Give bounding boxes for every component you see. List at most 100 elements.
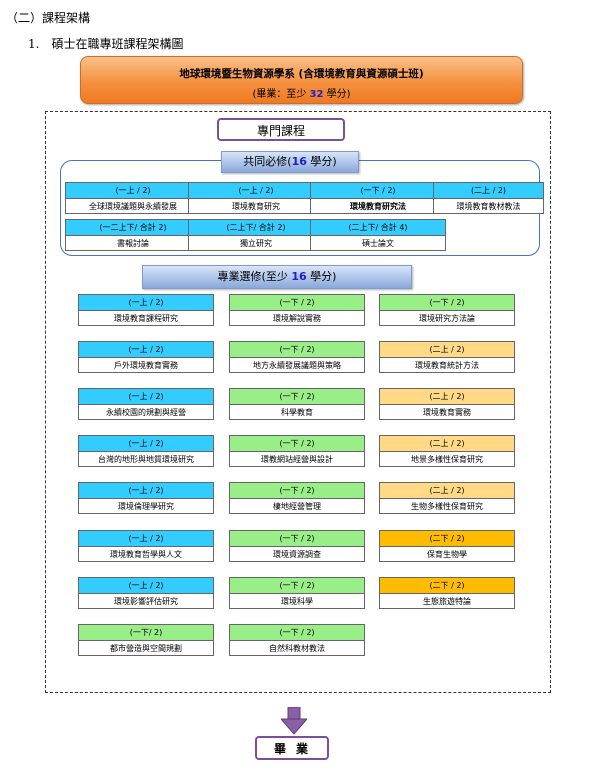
course-name: 都市營造與空間規劃 xyxy=(110,644,182,653)
course-semester: (二上 / 2) xyxy=(434,183,543,199)
course-name: 永續校園的規劃與經營 xyxy=(106,408,186,417)
elective-band-number: 16 xyxy=(291,270,307,283)
course-box: (一上 / 2) 環境影響評估研究 xyxy=(78,577,214,609)
course-name: 環境教育統計方法 xyxy=(415,361,479,370)
course-name: 環境影響評估研究 xyxy=(114,597,178,606)
course-name: 環境教育實務 xyxy=(423,408,471,417)
course-box: (一上 / 2) 永續校園的規劃與經營 xyxy=(78,388,214,420)
course-name: 生態旅遊特論 xyxy=(423,597,471,606)
course-semester: (二下 / 2) xyxy=(380,531,514,547)
course-semester: (一下 / 2) xyxy=(230,295,364,311)
course-name: 碩士論文 xyxy=(362,239,394,248)
course-name: 環境教育課程研究 xyxy=(114,314,178,323)
course-semester: (一上 / 2) xyxy=(79,342,213,358)
course-name: 書報討論 xyxy=(117,239,149,248)
section-heading: （二）課程架構 xyxy=(6,11,91,25)
course-name: 戶外環境教育實務 xyxy=(114,361,178,370)
program-title: 地球環境暨生物資源學系 (含環境教育與資源碩士班) xyxy=(179,68,424,80)
course-semester: (一下 / 2) xyxy=(230,389,364,405)
specialty-courses-frame xyxy=(45,111,551,693)
course-box: (一下 / 2) 科學教育 xyxy=(229,388,365,420)
course-semester: (一二上下/ 合計 2) xyxy=(66,220,200,236)
course-name: 環境教育哲學與人文 xyxy=(110,550,182,559)
required-courses-band: 共同必修(16 學分) xyxy=(221,151,359,173)
course-box: (一下 / 2) 環境教育研究法 xyxy=(310,182,446,214)
course-name: 全球環境議題與永續發展 xyxy=(89,202,177,211)
down-arrow-icon xyxy=(281,707,307,735)
course-semester: (一下 / 2) xyxy=(230,483,364,499)
elective-courses-band: 專業選修(至少 16 學分) xyxy=(142,265,412,289)
course-semester: (二上 / 2) xyxy=(380,436,514,452)
subsection-heading: 1. 碩士在職專班課程架構圖 xyxy=(28,37,184,51)
course-semester: (一下 / 2) xyxy=(230,625,364,641)
course-semester: (一下 / 2) xyxy=(230,342,364,358)
course-name: 地景多樣性保育研究 xyxy=(411,455,483,464)
course-box: (一下 / 2)環境研究方法論 xyxy=(379,294,515,326)
course-semester: (一下 / 2) xyxy=(230,436,364,452)
course-name: 台灣的地形與地質環境研究 xyxy=(98,455,194,464)
course-box: (二上 / 2) 環境教育教材教法 xyxy=(433,182,544,214)
course-box: (二上 / 2) 生物多樣性保育研究 xyxy=(379,482,515,514)
course-box: (一上 / 2) 環境教育哲學與人文 xyxy=(78,530,214,562)
course-name: 保育生物學 xyxy=(427,550,467,559)
course-semester: (二上 / 2) xyxy=(380,342,514,358)
course-box: (二上 / 2) 地景多樣性保育研究 xyxy=(379,435,515,467)
course-box: (一下 / 2) 棲地經營管理 xyxy=(229,482,365,514)
course-box: (一上 / 2) 戶外環境教育實務 xyxy=(78,341,214,373)
course-box: (一二上下/ 合計 2) 書報討論 xyxy=(65,219,201,251)
course-semester: (一上 / 2) xyxy=(79,578,213,594)
course-box: (二上下/ 合計 2) 獨立研究 xyxy=(188,219,324,251)
course-box: (一下 / 2)環教網站經營與設計 xyxy=(229,435,365,467)
course-semester: (一下/ 2) xyxy=(79,625,213,641)
course-semester: (一下 / 2) xyxy=(311,183,445,199)
course-semester: (一下 / 2) xyxy=(230,578,364,594)
elective-band-suffix: 學分) xyxy=(306,270,337,283)
course-box: (一下 / 2) 自然科教材教法 xyxy=(229,624,365,656)
course-semester: (一上 / 2) xyxy=(79,295,213,311)
course-box: (一上 / 2) 台灣的地形與地質環境研究 xyxy=(78,435,214,467)
graduation-credits: (畢業：至少 32 學分) xyxy=(81,85,522,100)
graduation-label: 畢業 xyxy=(255,736,329,760)
course-semester: (一下 / 2) xyxy=(380,295,514,311)
course-semester: (一上 / 2) xyxy=(79,531,213,547)
course-box: (二上下/ 合計 4) 碩士論文 xyxy=(310,219,446,251)
credits-suffix: 學分) xyxy=(323,89,351,100)
required-band-suffix: 學分) xyxy=(306,155,337,168)
program-title-box: 地球環境暨生物資源學系 (含環境教育與資源碩士班) (畢業：至少 32 學分) xyxy=(80,56,523,104)
course-semester: (二上 / 2) xyxy=(380,389,514,405)
course-name: 自然科教材教法 xyxy=(269,644,325,653)
course-semester: (一上 / 2) xyxy=(79,483,213,499)
course-box: (一下 / 2)環境解說實務 xyxy=(229,294,365,326)
required-band-number: 16 xyxy=(291,155,307,168)
course-box: (二上 / 2) 環境教育統計方法 xyxy=(379,341,515,373)
course-semester: (二上下/ 合計 2) xyxy=(189,220,323,236)
course-box: (二下 / 2) 生態旅遊特論 xyxy=(379,577,515,609)
course-box: (一下/ 2) 都市營造與空間規劃 xyxy=(78,624,214,656)
elective-band-prefix: 專業選修(至少 xyxy=(217,270,292,283)
course-name: 獨立研究 xyxy=(240,239,272,248)
course-box: (一下 / 2) 環境科學 xyxy=(229,577,365,609)
course-semester: (一下 / 2) xyxy=(230,531,364,547)
course-box: (二上 / 2) 環境教育實務 xyxy=(379,388,515,420)
course-name: 棲地經營管理 xyxy=(273,502,321,511)
course-name: 環境資源調查 xyxy=(273,550,321,559)
course-name: 環境科學 xyxy=(281,597,313,606)
course-semester: (一上 / 2) xyxy=(79,389,213,405)
course-name: 環境倫理學研究 xyxy=(118,502,174,511)
course-name: 環境教育研究法 xyxy=(350,202,406,211)
course-name: 環境教育研究 xyxy=(232,202,280,211)
course-semester: (二上 / 2) xyxy=(380,483,514,499)
course-semester: (一上 / 2) xyxy=(189,183,323,199)
course-semester: (二下 / 2) xyxy=(380,578,514,594)
credits-number: 32 xyxy=(309,89,324,100)
specialty-courses-label: 專門課程 xyxy=(217,118,345,141)
course-box: (二下 / 2) 保育生物學 xyxy=(379,530,515,562)
course-box: (一上 / 2) 全球環境議題與永續發展 xyxy=(65,182,201,214)
course-box: (一下 / 2)地方永續發展議題與策略 xyxy=(229,341,365,373)
course-name: 環境教育教材教法 xyxy=(456,202,521,211)
required-band-prefix: 共同必修( xyxy=(243,155,292,168)
course-box: (一下 / 2) 環境資源調查 xyxy=(229,530,365,562)
course-semester: (一上 / 2) xyxy=(79,436,213,452)
course-name: 科學教育 xyxy=(281,408,313,417)
course-name: 生物多樣性保育研究 xyxy=(411,502,483,511)
